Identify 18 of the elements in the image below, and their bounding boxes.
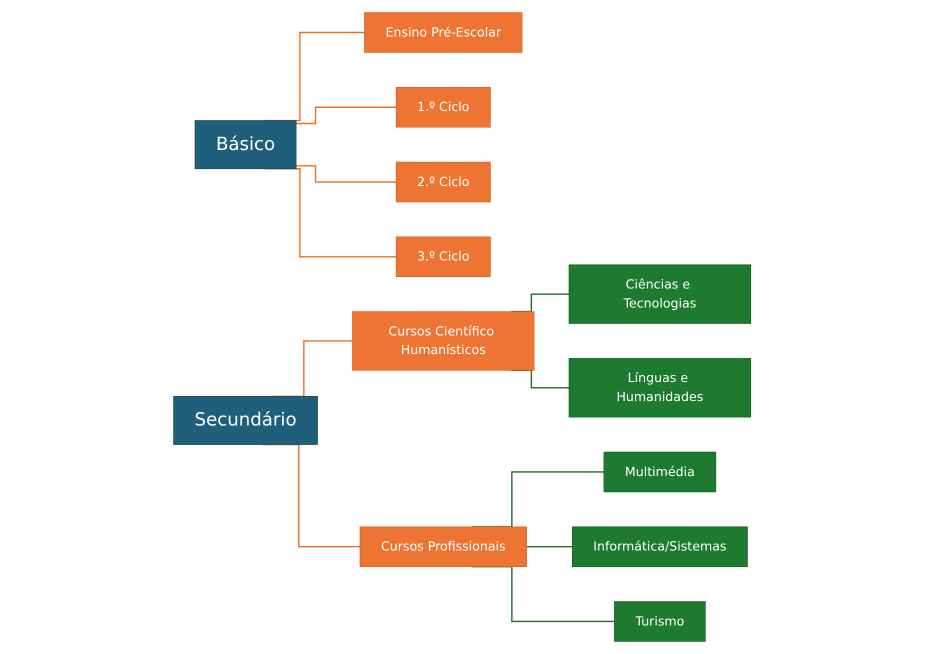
node-box bbox=[604, 452, 716, 492]
node-box bbox=[174, 396, 318, 445]
connector bbox=[296, 165, 397, 183]
node-box bbox=[396, 162, 492, 202]
node-box bbox=[396, 236, 492, 278]
node-box bbox=[614, 601, 706, 642]
node-box bbox=[569, 358, 752, 418]
diagram: Básico Ensino Pré-Escolar 1.º Ciclo 2.º Ciclo 3.º Ciclo Secundário Cursos Científico Humanísticos Ciências e Tecnologias Línguas e Humanidades Cursos Profissionais Multimédia Informática/Sistemas Turismo bbox=[168, 7, 757, 647]
connector bbox=[526, 546, 573, 548]
node-box bbox=[352, 311, 535, 371]
node-box bbox=[572, 526, 748, 567]
connector bbox=[512, 293, 570, 312]
node-box bbox=[364, 12, 523, 53]
node-box bbox=[569, 264, 752, 324]
node-box bbox=[360, 526, 528, 567]
node-box bbox=[194, 120, 297, 170]
connector bbox=[296, 106, 397, 124]
node-box bbox=[396, 87, 492, 128]
